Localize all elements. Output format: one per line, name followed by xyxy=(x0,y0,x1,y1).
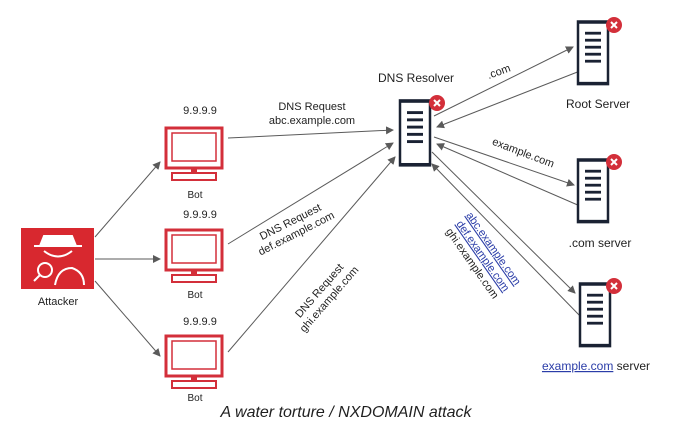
request-label-2: DNS Request def.example.com xyxy=(256,202,336,259)
error-badge-icon xyxy=(605,277,623,295)
request-label-3: DNS Request ghi.example.com xyxy=(293,262,361,335)
monitor-icon xyxy=(164,334,224,390)
auth-server-link[interactable]: example.com xyxy=(542,359,613,373)
resolver-tld-arrows xyxy=(433,136,581,207)
dns-resolver-node: DNS Resolver xyxy=(378,71,454,167)
request-1-line2: abc.example.com xyxy=(269,115,355,127)
bot-node-1: 9.9.9.9 Bot xyxy=(164,105,224,201)
figure-caption: A water torture / NXDOMAIN attack xyxy=(220,404,472,421)
error-badge-icon xyxy=(605,153,623,171)
server-icon xyxy=(578,282,612,348)
resolver-label: DNS Resolver xyxy=(378,71,454,85)
error-badge-icon xyxy=(428,94,446,112)
root-server-node: Root Server xyxy=(566,16,630,111)
error-badge-icon xyxy=(605,16,623,34)
bot-label-3: Bot xyxy=(187,393,202,404)
server-icon xyxy=(576,158,610,224)
monitor-icon xyxy=(164,228,224,284)
attacker-label: Attacker xyxy=(38,296,79,308)
edge-label-auth: abc.example.com def.example.com ghi.exam… xyxy=(443,210,523,301)
bot-to-resolver-arrows xyxy=(227,126,396,353)
spy-icon xyxy=(33,235,85,286)
bot-ip-2: 9.9.9.9 xyxy=(183,209,217,221)
auth-server-node: example.com server xyxy=(542,277,650,373)
monitor-icon xyxy=(164,126,224,182)
root-server-label: Root Server xyxy=(566,97,630,111)
request-label-1: DNS Request abc.example.com xyxy=(269,101,355,127)
resolver-auth-arrows xyxy=(431,151,583,319)
server-icon xyxy=(398,99,432,167)
tld-server-label: .com server xyxy=(569,236,632,250)
edge-label-tld: example.com xyxy=(490,136,555,171)
server-icon xyxy=(576,20,610,86)
bot-node-3: 9.9.9.9 Bot xyxy=(164,316,224,404)
request-1-line1: DNS Request xyxy=(278,101,345,113)
bot-node-2: 9.9.9.9 Bot xyxy=(164,209,224,301)
auth-server-label: example.com server xyxy=(542,359,650,373)
tld-server-node: .com server xyxy=(569,153,632,250)
bot-label-1: Bot xyxy=(187,190,202,201)
bot-ip-1: 9.9.9.9 xyxy=(183,105,217,117)
bot-ip-3: 9.9.9.9 xyxy=(183,316,217,328)
auth-server-label-rest: server xyxy=(613,359,650,373)
attacker-node: Attacker xyxy=(21,228,94,308)
resolver-root-arrows xyxy=(433,46,581,129)
attacker-to-bot-arrows xyxy=(94,161,161,357)
bot-label-2: Bot xyxy=(187,290,202,301)
